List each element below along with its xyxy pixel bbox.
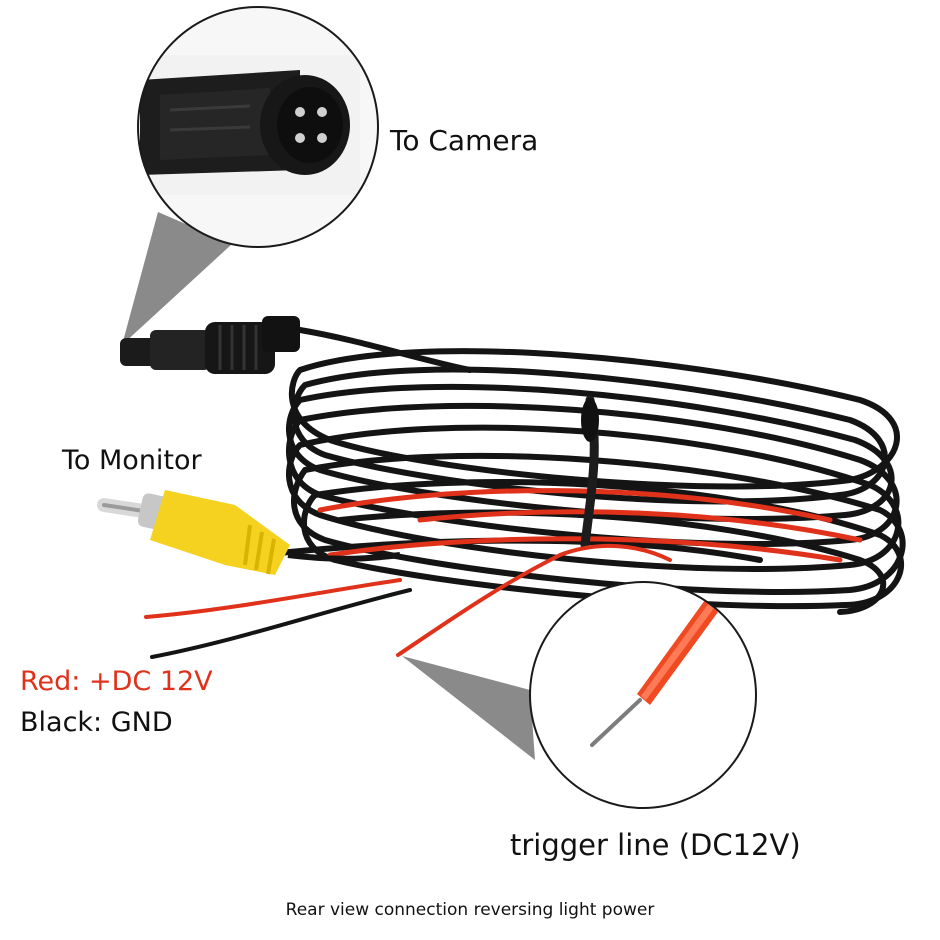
trigger-line-label: trigger line (DC12V) [510,828,801,862]
camera-plug [120,316,300,374]
rca-plug [97,490,401,575]
cable-coil [257,327,906,615]
to-monitor-label: To Monitor [62,445,202,476]
camera-connector-closeup [137,6,379,248]
to-camera-label: To Camera [390,124,539,157]
caption: Rear view connection reversing light pow… [285,900,655,920]
trigger-wire-closeup [529,581,757,809]
red-wire-label: Red: +DC 12V [20,666,213,697]
camera-callout-pointer [122,212,232,345]
black-wire-label: Black: GND [20,707,173,738]
trigger-callout-pointer [402,656,535,760]
power-leads [144,544,672,659]
